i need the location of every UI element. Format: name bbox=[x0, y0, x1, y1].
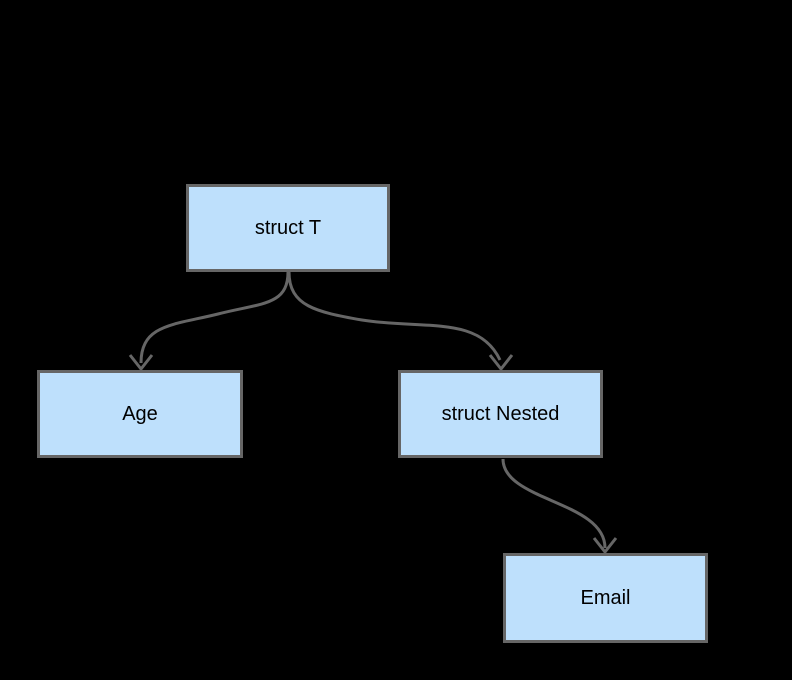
node-struct-t: struct T bbox=[186, 184, 390, 272]
edge-struct-t-to-age bbox=[139, 271, 290, 364]
edge-struct-t-to-struct-nested bbox=[287, 271, 502, 361]
node-age: Age bbox=[37, 370, 243, 458]
node-email: Email bbox=[503, 553, 708, 643]
node-email-label: Email bbox=[580, 587, 631, 609]
node-age-label: Age bbox=[122, 403, 158, 425]
edge-struct-nested-to-email bbox=[501, 458, 607, 549]
node-struct-t-label: struct T bbox=[254, 217, 322, 239]
node-struct-nested: struct Nested bbox=[398, 370, 603, 458]
arrowhead-age-icon bbox=[128, 354, 154, 372]
node-struct-nested-label: struct Nested bbox=[441, 403, 560, 425]
arrowhead-struct-nested-icon bbox=[488, 354, 514, 372]
arrowhead-email-icon bbox=[592, 537, 618, 555]
